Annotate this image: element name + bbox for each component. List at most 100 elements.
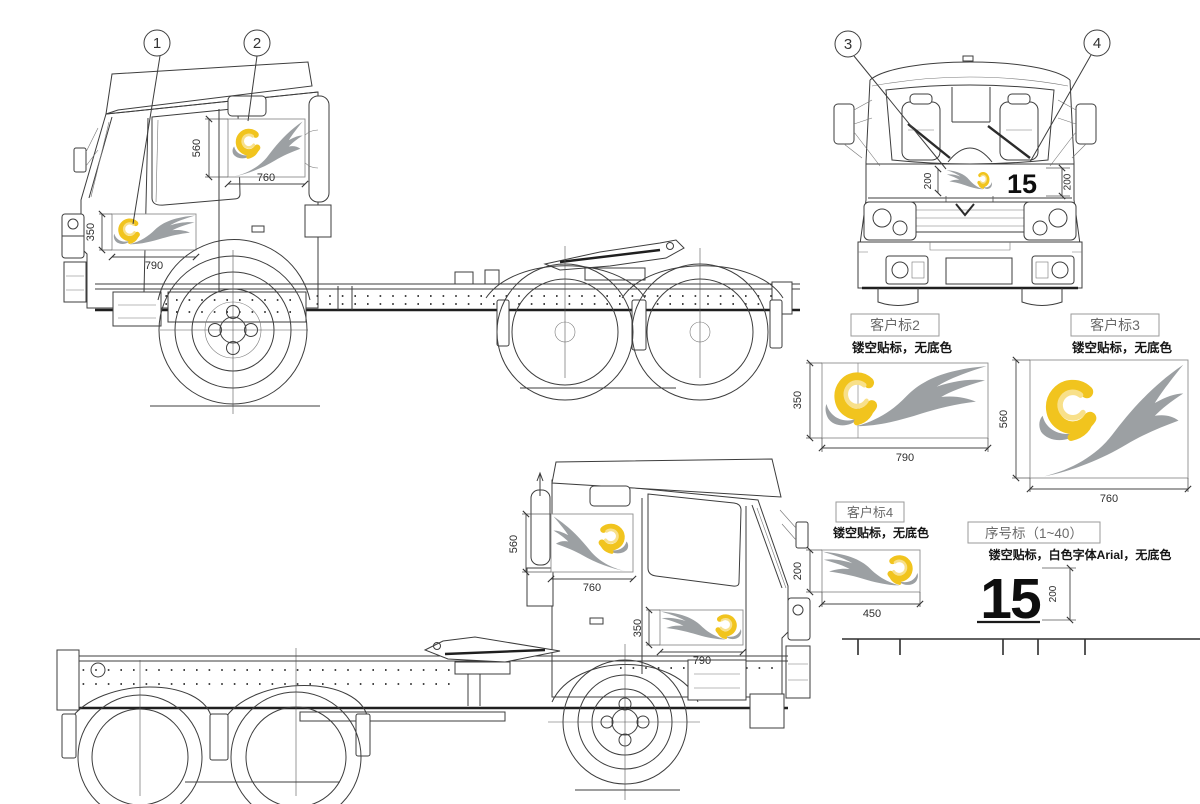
callout-2-number: 2 — [253, 35, 261, 52]
tow-hook — [90, 662, 106, 678]
panel-title-box — [835, 501, 905, 523]
roof-line — [869, 61, 1071, 81]
window-inner-line — [155, 119, 159, 203]
mud-flap3 — [769, 299, 783, 349]
front-step-lines — [788, 663, 808, 681]
driver-seat — [901, 93, 941, 161]
rear-fender2 — [223, 685, 369, 721]
callout-4-number: 4 — [1093, 35, 1101, 52]
dim-350-label: 350 — [85, 223, 97, 241]
decal-350x790-on-door — [660, 610, 743, 646]
side-view-top-truck: 560 760 350 790 1 2 — [61, 29, 800, 414]
cowl-lines — [866, 163, 1074, 199]
air-intake-stack — [530, 489, 551, 566]
dim-200-serial-label: 200 — [1063, 173, 1074, 190]
frame-rail — [95, 283, 800, 290]
dim-350-label: 350 — [632, 619, 644, 637]
panel-customer-label-2: 客户标2 镂空贴标，无底色 350 790 — [792, 313, 988, 464]
mud-flap3 — [355, 713, 371, 757]
mud-flap1 — [496, 299, 510, 347]
dim-760-label: 760 — [1100, 493, 1118, 505]
panel-title: 序号标（1~40） — [985, 526, 1083, 541]
roof-line — [105, 91, 319, 115]
front-serial-number: 15 — [1007, 169, 1037, 199]
dim-760-label: 760 — [583, 582, 601, 594]
callout-1-number: 1 — [153, 35, 161, 52]
front-view-truck: 15 200 450 200 — [833, 29, 1111, 306]
left-headlight — [863, 201, 917, 241]
air-intake-stack — [308, 95, 330, 203]
dimensions-top-truck: 560 760 350 790 — [85, 115, 309, 272]
serial-sample-number: 15 — [980, 567, 1041, 631]
dim-200-label: 200 — [1048, 585, 1059, 602]
bumper — [857, 241, 1083, 290]
roof-marker — [962, 55, 974, 62]
door-handle — [251, 225, 265, 233]
front-decal — [944, 168, 994, 191]
toolbox — [749, 693, 785, 729]
stack-centerline-arrow — [536, 471, 544, 496]
mirror — [795, 521, 809, 549]
wipers — [907, 123, 1031, 159]
dim-760-label: 760 — [257, 172, 275, 184]
panel-note: 镂空贴标，无底色 — [1072, 340, 1173, 355]
passenger-seat — [999, 93, 1039, 161]
battery-rivets — [176, 299, 298, 313]
scale-ruler — [842, 638, 1200, 655]
frame-rail — [57, 655, 788, 662]
wheel-centerlines — [139, 644, 700, 800]
rear-fender2 — [621, 265, 784, 299]
mirror — [73, 147, 87, 173]
door-seams — [143, 109, 220, 293]
panel-note: 镂空贴标，白色字体Arial，无底色 — [989, 547, 1172, 562]
ground-lines — [185, 781, 680, 791]
panel-serial-number: 序号标（1~40） 镂空贴标，白色字体Arial，无底色 15 200 — [967, 521, 1172, 631]
panel-customer-label-4: 客户标4 镂空贴标，无底色 200 450 — [792, 501, 929, 620]
intake-lower-box — [304, 204, 332, 238]
front-fender — [157, 239, 311, 301]
rear-frame-end — [56, 649, 80, 711]
mirror-arms — [779, 509, 797, 541]
roof-deflector — [551, 458, 782, 498]
step-lines — [118, 304, 156, 319]
dim-790-label: 790 — [145, 260, 163, 272]
door-seams — [641, 498, 747, 674]
mud-flap2 — [631, 299, 647, 351]
dim-560-label: 560 — [191, 139, 203, 157]
ruler-ticks — [857, 639, 1086, 655]
callout-1: 1 — [132, 29, 171, 225]
center-panel — [951, 87, 991, 123]
dim-560-label: 560 — [998, 410, 1010, 428]
license-plate — [945, 257, 1013, 285]
fifth-wheel — [543, 239, 685, 281]
frame-bracket2 — [484, 269, 500, 285]
decal-560x760-on-cab — [551, 514, 634, 572]
dim-200-label: 200 — [792, 562, 804, 580]
front-fender — [551, 664, 699, 703]
door-window — [647, 493, 742, 587]
panel-title-box — [850, 313, 940, 337]
panel-title: 客户标3 — [1090, 317, 1140, 333]
dimensions-bottom-truck: 560 760 350 790 — [508, 510, 747, 667]
side-view-bottom-truck: 560 760 350 790 — [56, 458, 811, 804]
dim-560-label: 560 — [508, 535, 520, 553]
mirror-arms — [85, 127, 99, 167]
left-mirror — [833, 99, 881, 167]
ground-lines — [150, 387, 676, 407]
panel-note: 镂空贴标，无底色 — [833, 525, 929, 540]
visor-line — [871, 76, 1069, 87]
dim-790-label: 790 — [693, 655, 711, 667]
front-step — [785, 645, 811, 699]
rear-fender1 — [69, 686, 213, 721]
cab-step-box — [687, 659, 747, 701]
dim-200-decal-label: 200 — [923, 172, 934, 189]
rear-fender1 — [485, 265, 646, 299]
fifth-wheel — [423, 636, 561, 675]
right-headlight — [1023, 201, 1077, 241]
quarter-window — [227, 95, 267, 117]
panel-note: 镂空贴标，无底色 — [852, 340, 953, 355]
quarter-window — [589, 485, 631, 507]
dim-350-label: 350 — [792, 391, 804, 409]
